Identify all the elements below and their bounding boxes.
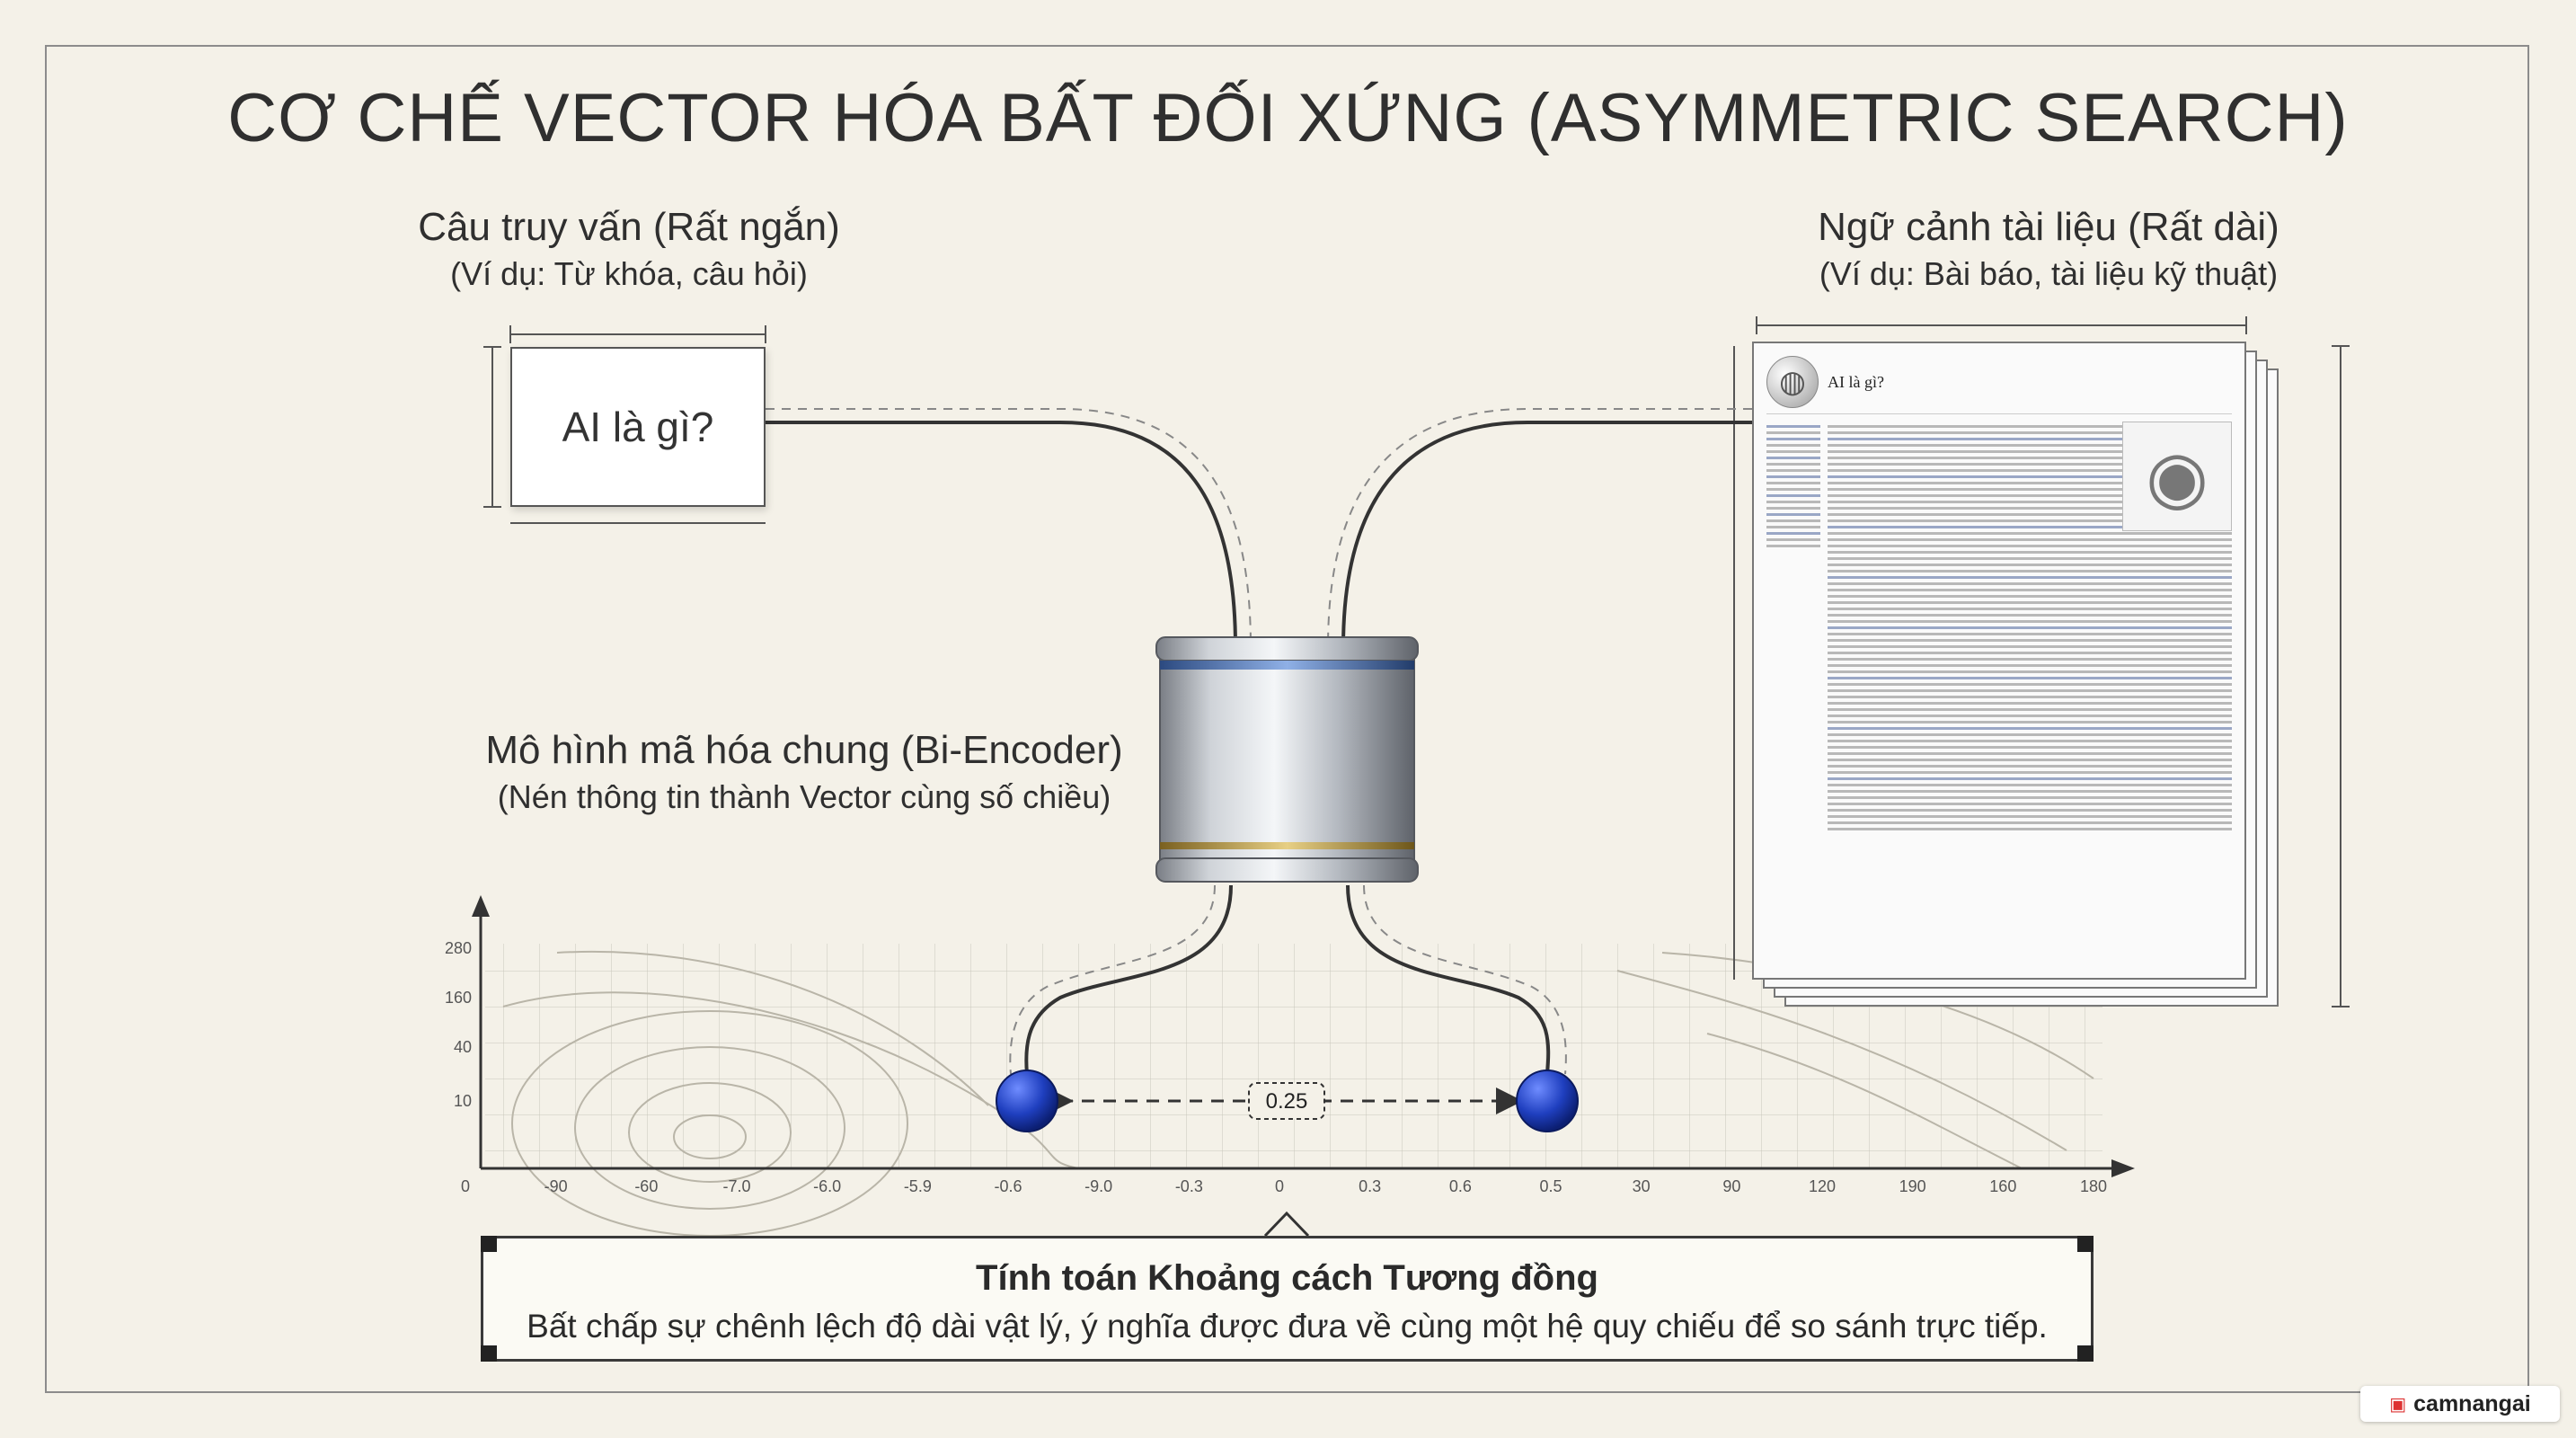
query-vector-point <box>996 1070 1058 1132</box>
document-example: (Ví dụ: Bài báo, tài liệu kỹ thuật) <box>1819 255 2279 292</box>
x-tick-label: 0 <box>1275 1177 1284 1195</box>
x-tick-label: 120 <box>1809 1177 1836 1195</box>
x-tick-label: 180 <box>2080 1177 2107 1195</box>
document-dimension-lines <box>1733 316 2350 1007</box>
x-tick-label: -7.0 <box>722 1177 750 1195</box>
x-tick-label: -60 <box>634 1177 658 1195</box>
watermark-text: camnangai <box>2413 1390 2531 1416</box>
y-tick-label: 160 <box>445 989 472 1007</box>
watermark-badge[interactable]: ▣ camnangai <box>2360 1386 2560 1422</box>
wiki-logo-icon: ◍ <box>1766 356 1819 408</box>
x-tick-label: -6.0 <box>813 1177 841 1195</box>
x-tick-label: 0.6 <box>1449 1177 1472 1195</box>
encoder-icon <box>1155 636 1419 883</box>
query-label-group: Câu truy vấn (Rất ngắn) (Ví dụ: Từ khóa,… <box>359 205 899 293</box>
document-vector-point <box>1516 1070 1579 1132</box>
diagram-frame <box>45 45 2529 1393</box>
x-tick-label: -90 <box>544 1177 568 1195</box>
y-tick-label: 280 <box>445 939 472 957</box>
query-box: AI là gì? <box>510 347 766 507</box>
x-axis-arrow <box>2111 1159 2135 1177</box>
x-tick-label: 30 <box>1633 1177 1651 1195</box>
result-box: Tính toán Khoảng cách Tương đồng Bất chấ… <box>481 1236 2094 1362</box>
book-icon: ▣ <box>2389 1394 2407 1415</box>
query-label: Câu truy vấn (Rất ngắn) <box>418 205 840 249</box>
axes <box>479 908 2120 1170</box>
x-tick-label: 0 <box>461 1177 470 1195</box>
y-tick-label: 10 <box>454 1092 472 1110</box>
x-tick-label: -0.6 <box>994 1177 1022 1195</box>
x-tick-label: 160 <box>1989 1177 2016 1195</box>
result-title: Tính toán Khoảng cách Tương đồng <box>976 1258 1598 1298</box>
input-pipes <box>766 408 1752 648</box>
x-tick-label: 190 <box>1899 1177 1926 1195</box>
query-dimension-lines <box>483 325 766 524</box>
output-pipes <box>1009 884 1567 1075</box>
document-sidebar <box>1766 422 1820 834</box>
globe-image-icon: ◉ <box>2122 422 2232 531</box>
distance-label: 0.25 <box>1266 1089 1308 1114</box>
x-tick-label: -0.3 <box>1175 1177 1203 1195</box>
result-pointer <box>1263 1211 1310 1238</box>
y-axis-arrow <box>472 895 490 917</box>
encoder-cylinder <box>1155 634 1420 885</box>
encoder-description: (Nén thông tin thành Vector cùng số chiề… <box>497 778 1111 815</box>
x-tick-label: 0.5 <box>1539 1177 1562 1195</box>
query-example: (Ví dụ: Từ khóa, câu hỏi) <box>450 255 808 292</box>
document-body-text: ◉ <box>1828 422 2232 834</box>
result-description: Bất chấp sự chênh lệch độ dài vật lý, ý … <box>527 1308 2048 1345</box>
distance-label-box <box>1248 1082 1325 1120</box>
x-tick-labels: 0 -90 -60 -7.0 -6.0 -5.9 -0.6 -9.0 -0.3 0 0.3 0.6 0.… <box>461 1177 2107 1195</box>
document-label-group: Ngữ cảnh tài liệu (Rất dài) (Ví dụ: Bài … <box>1689 205 2408 293</box>
x-tick-label: 0.3 <box>1359 1177 1381 1195</box>
encoder-label-group: Mô hình mã hóa chung (Bi-Encoder) (Nén t… <box>431 728 1177 816</box>
document-page-title: AI là gì? <box>1828 372 1884 391</box>
page-title: CƠ CHẾ VECTOR HÓA BẤT ĐỐI XỨNG (ASYMMETR… <box>227 80 2349 156</box>
y-tick-labels: 10 40 160 280 <box>445 939 472 1110</box>
document-label: Ngữ cảnh tài liệu (Rất dài) <box>1818 205 2279 249</box>
document-page-front: ◍ AI là gì? ◉ <box>1752 342 2246 980</box>
x-tick-label: 90 <box>1722 1177 1740 1195</box>
x-tick-label: -5.9 <box>904 1177 932 1195</box>
encoder-label: Mô hình mã hóa chung (Bi-Encoder) <box>485 728 1123 772</box>
x-tick-label: -9.0 <box>1084 1177 1112 1195</box>
document-stack: ◍ AI là gì? ◉ <box>1752 342 2279 1007</box>
y-tick-label: 40 <box>454 1038 472 1056</box>
